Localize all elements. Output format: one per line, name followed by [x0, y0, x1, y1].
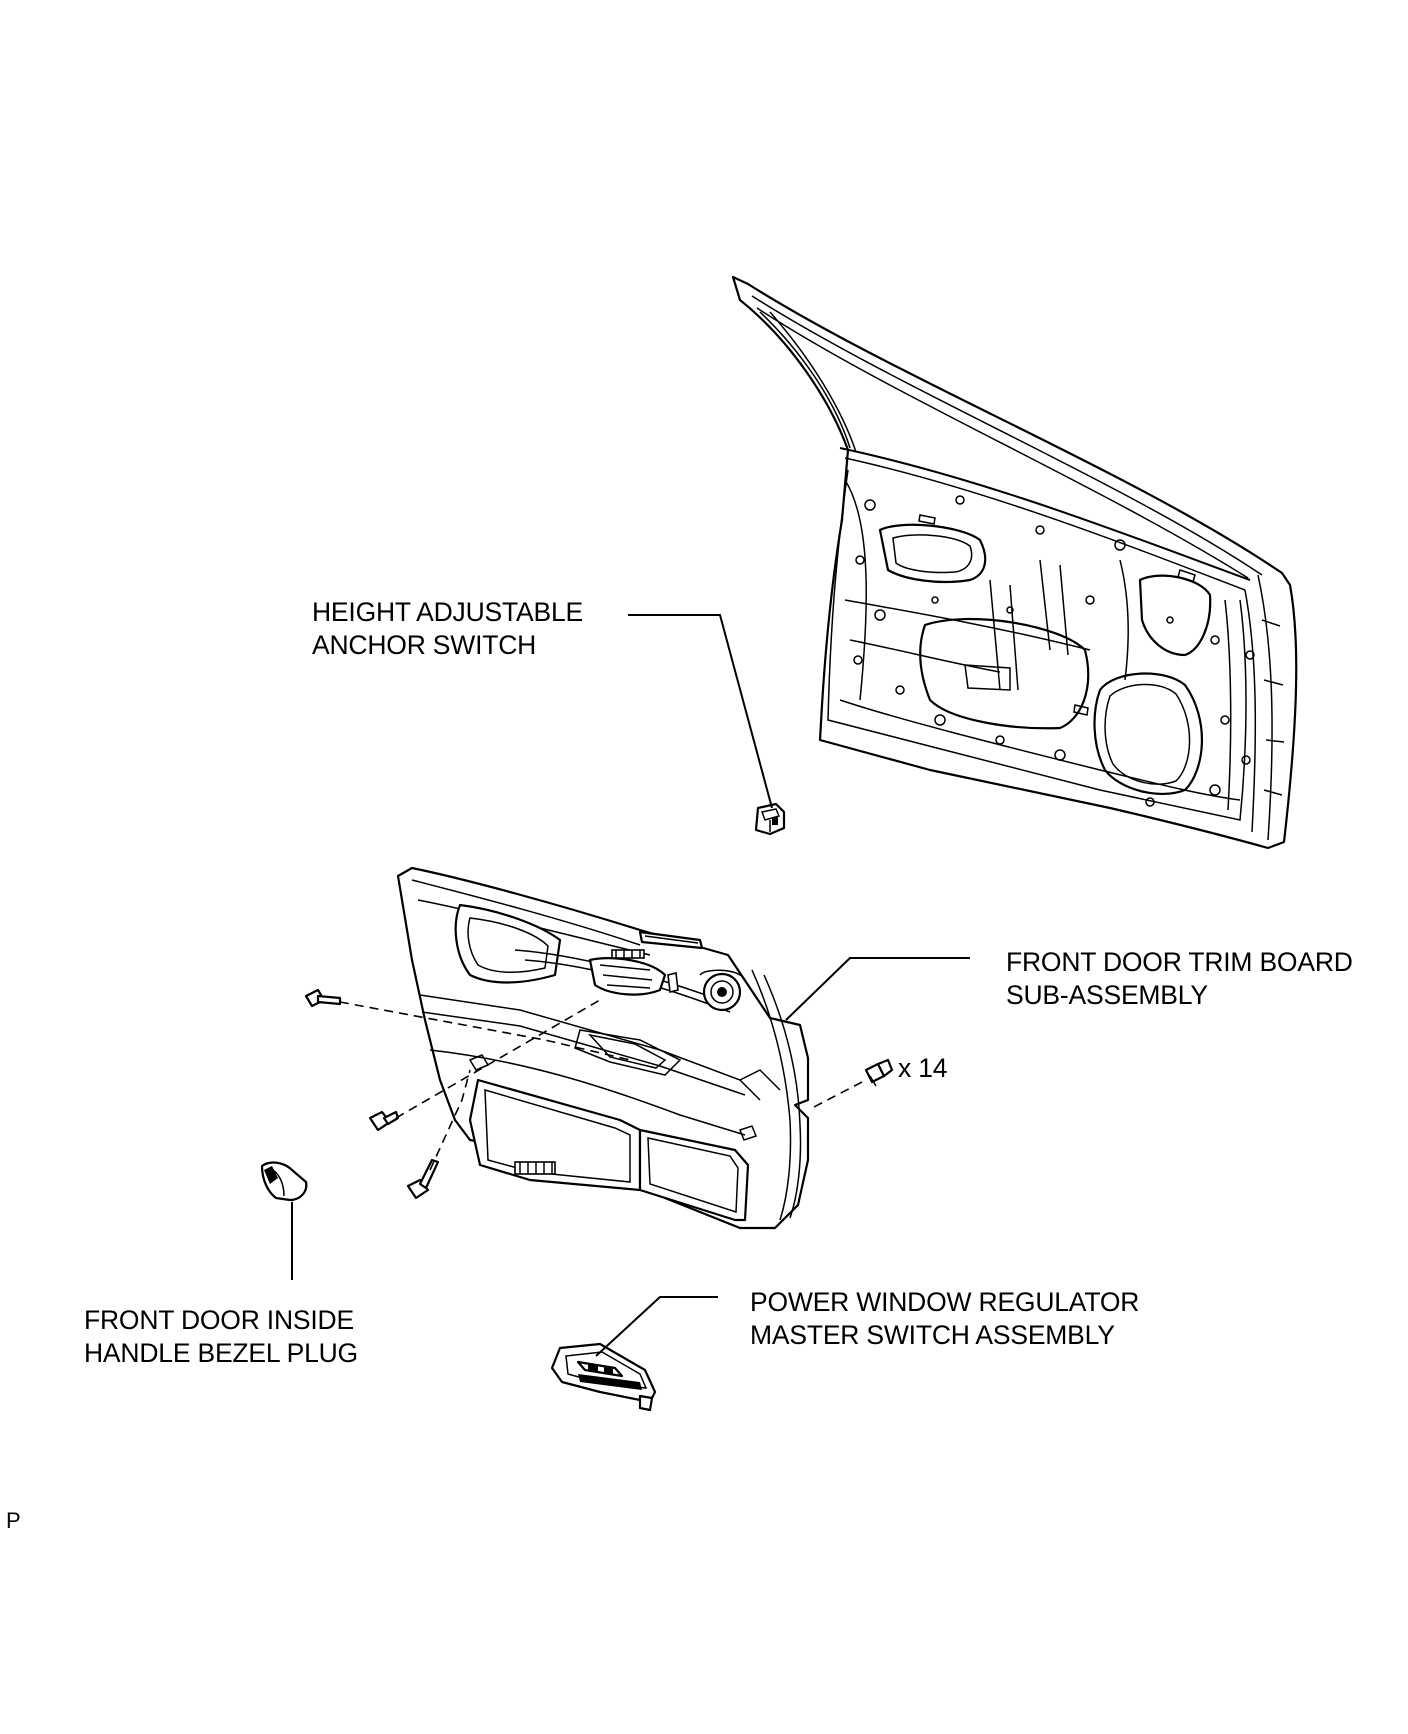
clip-fastener: [864, 1058, 894, 1087]
label-height-adjustable-anchor-switch: HEIGHT ADJUSTABLE ANCHOR SWITCH: [312, 596, 583, 662]
label-front-door-inside-handle-bezel-plug: FRONT DOOR INSIDE HANDLE BEZEL PLUG: [84, 1304, 358, 1370]
label-line: MASTER SWITCH ASSEMBLY: [750, 1320, 1115, 1350]
power-window-master-switch-part: [550, 1342, 657, 1412]
screw-path-middle: [395, 999, 601, 1119]
label-line: HANDLE BEZEL PLUG: [84, 1338, 358, 1368]
leader-master-switch: [595, 1296, 718, 1357]
height-adjustable-anchor-switch-part: [754, 802, 786, 836]
label-line: FRONT DOOR INSIDE: [84, 1305, 354, 1335]
front-door-panel-shell: [731, 275, 1298, 850]
clip-path: [811, 1081, 863, 1109]
screw-upper-left: [304, 988, 342, 1008]
label-line: HEIGHT ADJUSTABLE: [312, 597, 583, 627]
label-front-door-trim-board: FRONT DOOR TRIM BOARD SUB-ASSEMBLY: [1006, 946, 1353, 1012]
label-line: ANCHOR SWITCH: [312, 630, 537, 660]
corner-mark: P: [6, 1508, 21, 1533]
front-door-trim-board-part: [396, 866, 810, 1230]
screw-middle-left: [368, 1110, 400, 1132]
label-line: FRONT DOOR TRIM BOARD: [1006, 947, 1353, 977]
label-line: SUB-ASSEMBLY: [1006, 980, 1208, 1010]
front-door-inside-handle-bezel-plug-part: [260, 1161, 308, 1202]
screw-path-lower: [429, 1069, 471, 1171]
label-line: POWER WINDOW REGULATOR: [750, 1287, 1140, 1317]
screw-lower-left: [406, 1158, 440, 1200]
leader-trim-board: [785, 957, 970, 1021]
leader-anchor-switch: [628, 614, 773, 809]
label-power-window-master-switch: POWER WINDOW REGULATOR MASTER SWITCH ASS…: [750, 1286, 1139, 1352]
label-clip-quantity: x 14: [898, 1053, 948, 1083]
